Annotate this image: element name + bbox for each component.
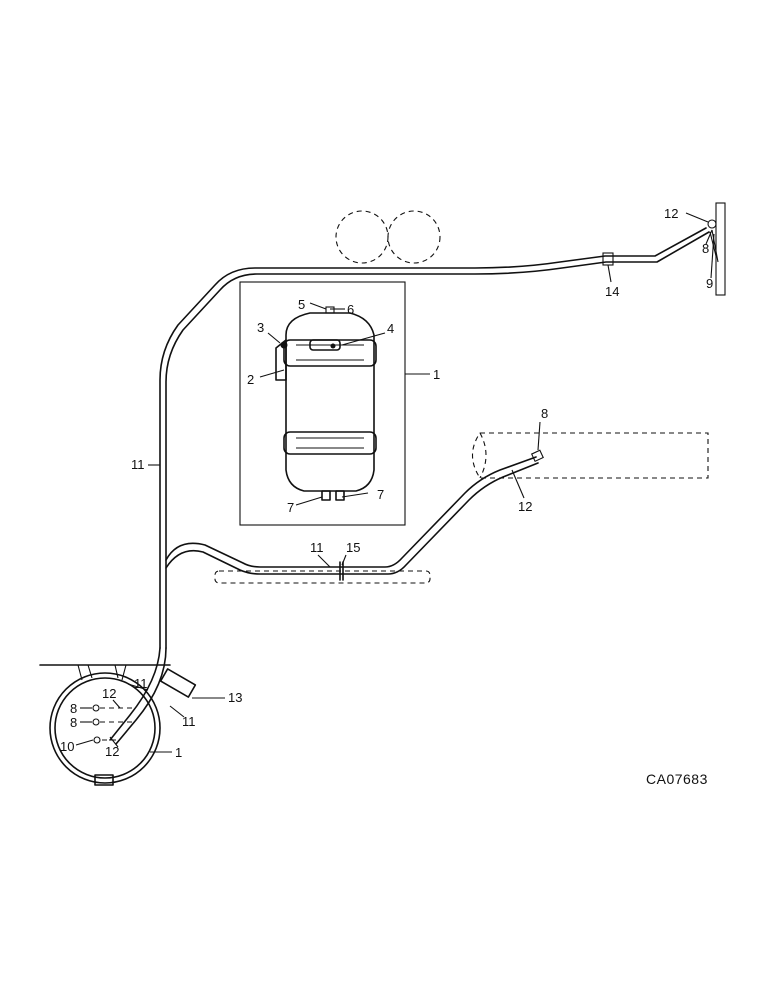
callout-11-mid: 11 [310,540,324,555]
tube-main [159,227,719,649]
callout-11-lower-b: 11 [182,714,196,729]
callout-7-right: 7 [377,487,384,502]
callout-14: 14 [605,284,619,299]
reservoir [275,306,377,501]
callout-11-lower-a: 11 [134,676,148,691]
callout-10: 10 [60,739,74,754]
callout-4: 4 [387,321,394,336]
callout-9: 9 [706,276,713,291]
callout-labels: 12 8 9 14 5 6 3 4 2 1 8 11 7 7 12 11 15 … [60,206,713,787]
callout-5: 5 [298,297,305,312]
figure-code: CA07683 [646,771,708,787]
clamp-assembly [39,647,197,786]
callout-15: 15 [346,540,360,555]
callout-13: 13 [228,690,242,705]
callout-12-top: 12 [664,206,678,221]
callout-8-clamp-a: 8 [70,701,77,716]
leader-lines [75,212,715,753]
callout-11-left: 11 [131,457,145,472]
callout-6: 6 [347,302,354,317]
callout-1-tank: 1 [433,367,440,382]
callout-7-left: 7 [287,500,294,515]
phantom-frame-bar [214,570,431,584]
callout-8-top: 8 [702,241,709,256]
callout-12-mid: 12 [518,499,532,514]
callout-12-clamp-b: 12 [105,744,119,759]
callout-3: 3 [257,320,264,335]
callout-12-clamp-a: 12 [102,686,116,701]
inset-box [239,281,406,526]
fitting-right [530,449,544,463]
tube-branch [165,456,539,581]
phantom-tank [471,432,709,479]
callout-1-clamp: 1 [175,745,182,760]
callout-2: 2 [247,372,254,387]
callout-8-mid: 8 [541,406,548,421]
callout-8-clamp-b: 8 [70,715,77,730]
phantom-wheels [335,210,441,264]
